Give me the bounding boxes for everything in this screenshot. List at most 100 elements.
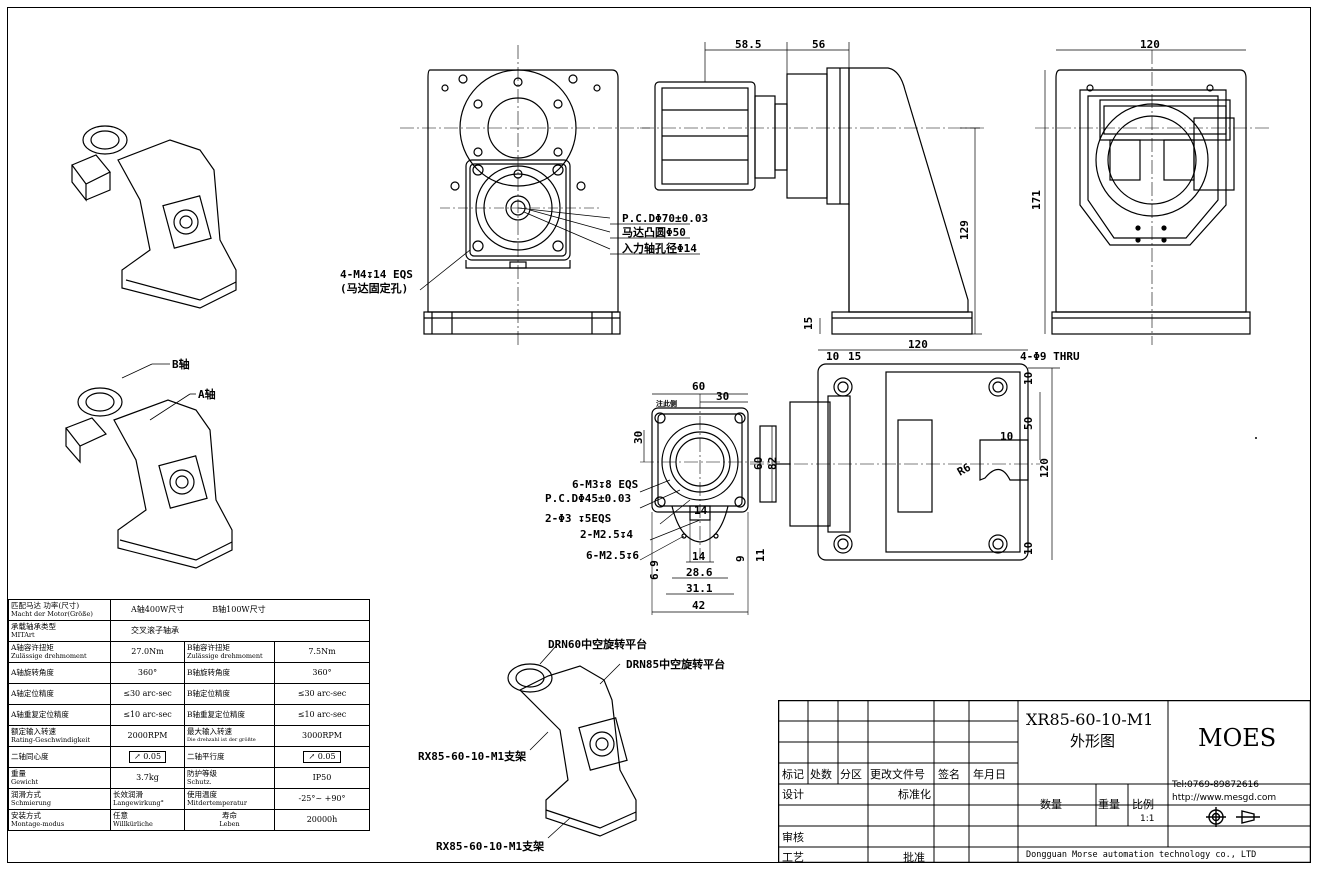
iso-view-1	[71, 125, 237, 309]
spec-a-pos-label: A轴定位精度	[8, 683, 111, 705]
right-view	[1051, 69, 1251, 335]
tb-process: 工艺	[782, 851, 804, 864]
dim-flange-42: 42	[692, 599, 705, 612]
spec-lube-value-sub: Langewirkung°	[113, 799, 164, 807]
spec-b-torque-value: 7.5Nm	[274, 641, 370, 663]
spec-protection-sub: Schutz.	[187, 778, 212, 786]
spec-life-label: 寿命	[222, 811, 237, 820]
note-eq-side: 注此侧	[656, 399, 677, 408]
spec-a-torque-sub: Zulässige drehmoment	[11, 652, 87, 660]
tb-approve: 批准	[903, 851, 925, 864]
spec-a-torque-label: A轴容许扭矩	[11, 643, 54, 652]
label-a-axis: A轴	[198, 387, 216, 401]
spec-bearing-sub: MITArt	[11, 631, 35, 639]
tb-change-doc: 更改文件号	[870, 768, 925, 781]
spec-lube-sub: Schmierung	[11, 799, 52, 807]
dim-4-phi9-thru: 4-Φ9 THRU	[1020, 350, 1080, 363]
spec-protection-label: 防护等级	[187, 769, 217, 778]
dim-flange-h30: 30	[632, 431, 645, 444]
dim-flange-11: 11	[754, 548, 767, 562]
note-pcd45: P.C.DΦ45±0.03	[545, 492, 631, 505]
spec-bearing-value: 交叉滚子轴承	[110, 620, 370, 642]
dim-171: 171	[1030, 190, 1043, 210]
spec-temp-value: -25°~ +90°	[274, 788, 370, 810]
spec-b-torque-sub: Zulässige drehmoment	[187, 652, 263, 660]
tb-drawing-title: 外形图	[1070, 732, 1116, 750]
note-2m25: 2-M2.5↧4	[580, 528, 633, 541]
dim-flange-82: 82	[766, 457, 779, 470]
note-2phi3: 2-Φ3 ↧5EQS	[545, 512, 611, 525]
note-6m25: 6-M2.5↧6	[586, 549, 639, 562]
spec-a-pos-value: ≤30 arc-sec	[110, 683, 185, 705]
spec-mount-sub: Montage-modus	[11, 820, 65, 828]
spec-motor-b: B轴100W尺寸	[212, 605, 266, 614]
dim-plan-v120: 120	[1038, 458, 1051, 478]
spec-b-torque-label: B轴容许扭矩	[187, 643, 231, 652]
spec-temp-label: 使用温度	[187, 790, 217, 799]
tb-tel: Tel:0769-89872616	[1172, 780, 1259, 790]
label-bracket-2: RX85-60-10-M1支架	[436, 839, 544, 853]
iso-view-3	[507, 645, 637, 839]
spec-b-repeat-label: B轴重复定位精度	[184, 704, 275, 726]
dim-120-top: 120	[1140, 38, 1160, 51]
spec-rated-speed-sub: Rating-Geschwindigkeit	[11, 736, 91, 744]
label-drn60: DRN60中空旋转平台	[548, 637, 647, 651]
tb-company-name: Dongguan Morse automation technology co.…	[1026, 850, 1257, 860]
tb-qty-changes: 处数	[810, 768, 832, 781]
spec-motor-a: A轴400W尺寸	[131, 605, 185, 614]
dim-56: 56	[812, 38, 826, 51]
note-pcd70: P.C.DΦ70±0.03	[622, 212, 708, 225]
dim-plan-15: 15	[848, 350, 861, 363]
spec-concentricity-label: 二轴同心度	[8, 746, 111, 768]
projection-symbol-icon	[1206, 807, 1260, 827]
spec-b-angle-value: 360°	[274, 662, 370, 684]
tb-standardize: 标准化	[898, 788, 931, 801]
spec-a-angle-value: 360°	[110, 662, 185, 684]
note-bore14: 入力轴孔径Φ14	[622, 241, 697, 255]
spec-weight-label: 重量	[11, 769, 26, 778]
iso-view-2	[65, 363, 233, 569]
dim-plan-120: 120	[908, 338, 928, 351]
title-block: 标记 处数 分区 更改文件号 签名 年月日 设计 标准化 审核 工艺 批准 XR…	[778, 700, 1311, 864]
dim-plan-h10: 10	[1000, 430, 1013, 443]
spec-b-repeat-value: ≤10 arc-sec	[274, 704, 370, 726]
spec-rated-speed-label: 额定输入转速	[11, 727, 56, 736]
tb-signature: 签名	[938, 768, 960, 781]
title-block-grid	[778, 700, 1311, 863]
dim-flange-14a: 14	[694, 504, 708, 517]
dim-plan-v10b: 10	[1022, 542, 1035, 555]
dim-flange-30: 30	[716, 390, 729, 403]
tb-company-logo: MOES	[1198, 724, 1277, 752]
tb-weight-label: 重量	[1098, 798, 1120, 811]
dim-r6: R6	[955, 461, 973, 479]
spec-mount-value-sub: Willkürliche	[113, 820, 153, 828]
spec-mount-value: 任意	[113, 811, 128, 820]
dim-flange-6-9: 6.9	[648, 560, 661, 580]
spec-table: 匹配马达 功率(尺寸)Macht der Motor(Größe) A轴400W…	[8, 599, 370, 831]
spec-a-torque-value: 27.0Nm	[110, 641, 185, 663]
spec-a-repeat-label: A轴重复定位精度	[8, 704, 111, 726]
dim-flange-60: 60	[692, 380, 705, 393]
spec-motor-sub: Macht der Motor(Größe)	[11, 610, 93, 618]
spec-protection-value: IP50	[274, 767, 370, 789]
tb-date: 年月日	[973, 768, 1006, 781]
tb-review: 审核	[782, 831, 804, 844]
spec-concentricity-box: ↗ 0.05	[128, 751, 167, 763]
dim-plan-v50: 50	[1022, 417, 1035, 430]
dim-58-5: 58.5	[735, 38, 762, 51]
dim-flange-60v: 60	[752, 457, 765, 470]
spec-bearing-label: 承载轴承类型	[11, 622, 56, 631]
dim-plan-v10: 10	[1022, 372, 1035, 385]
spec-life-sub: Leben	[219, 820, 240, 828]
spec-weight-sub: Gewicht	[11, 778, 39, 786]
spec-max-speed-value: 3000RPM	[274, 725, 370, 747]
spec-a-angle-label: A轴旋转角度	[8, 662, 111, 684]
spec-temp-sub: Mitdertemperatur	[187, 799, 247, 807]
spec-parallelism-box: ↗ 0.05	[303, 751, 341, 763]
dim-plan-10: 10	[826, 350, 839, 363]
front-view	[419, 69, 700, 335]
spec-a-repeat-value: ≤10 arc-sec	[110, 704, 185, 726]
tb-web: http://www.mesgd.com	[1172, 793, 1277, 803]
